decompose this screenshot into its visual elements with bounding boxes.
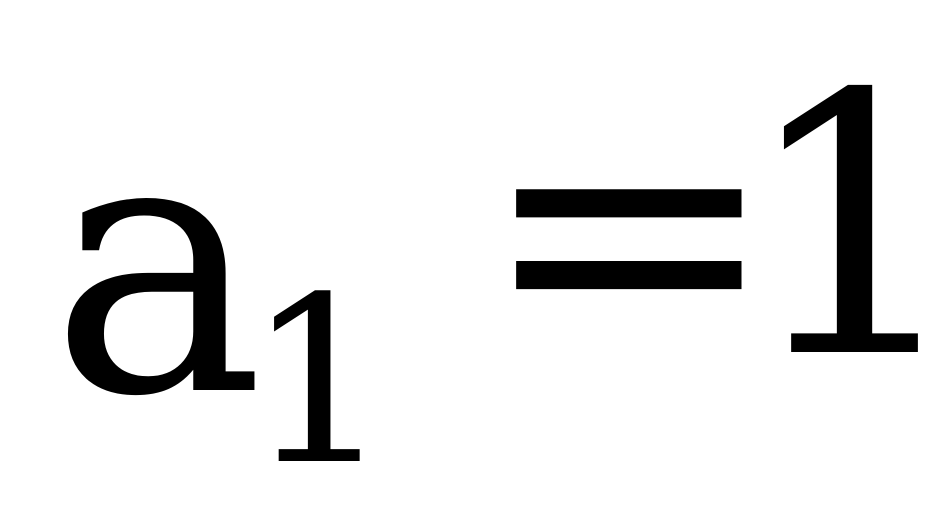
equation-operator: = <box>478 18 780 437</box>
equation-base-variable: a <box>50 56 265 475</box>
equation-subscript: 1 <box>246 249 393 516</box>
equation-value: 1 <box>740 18 946 437</box>
